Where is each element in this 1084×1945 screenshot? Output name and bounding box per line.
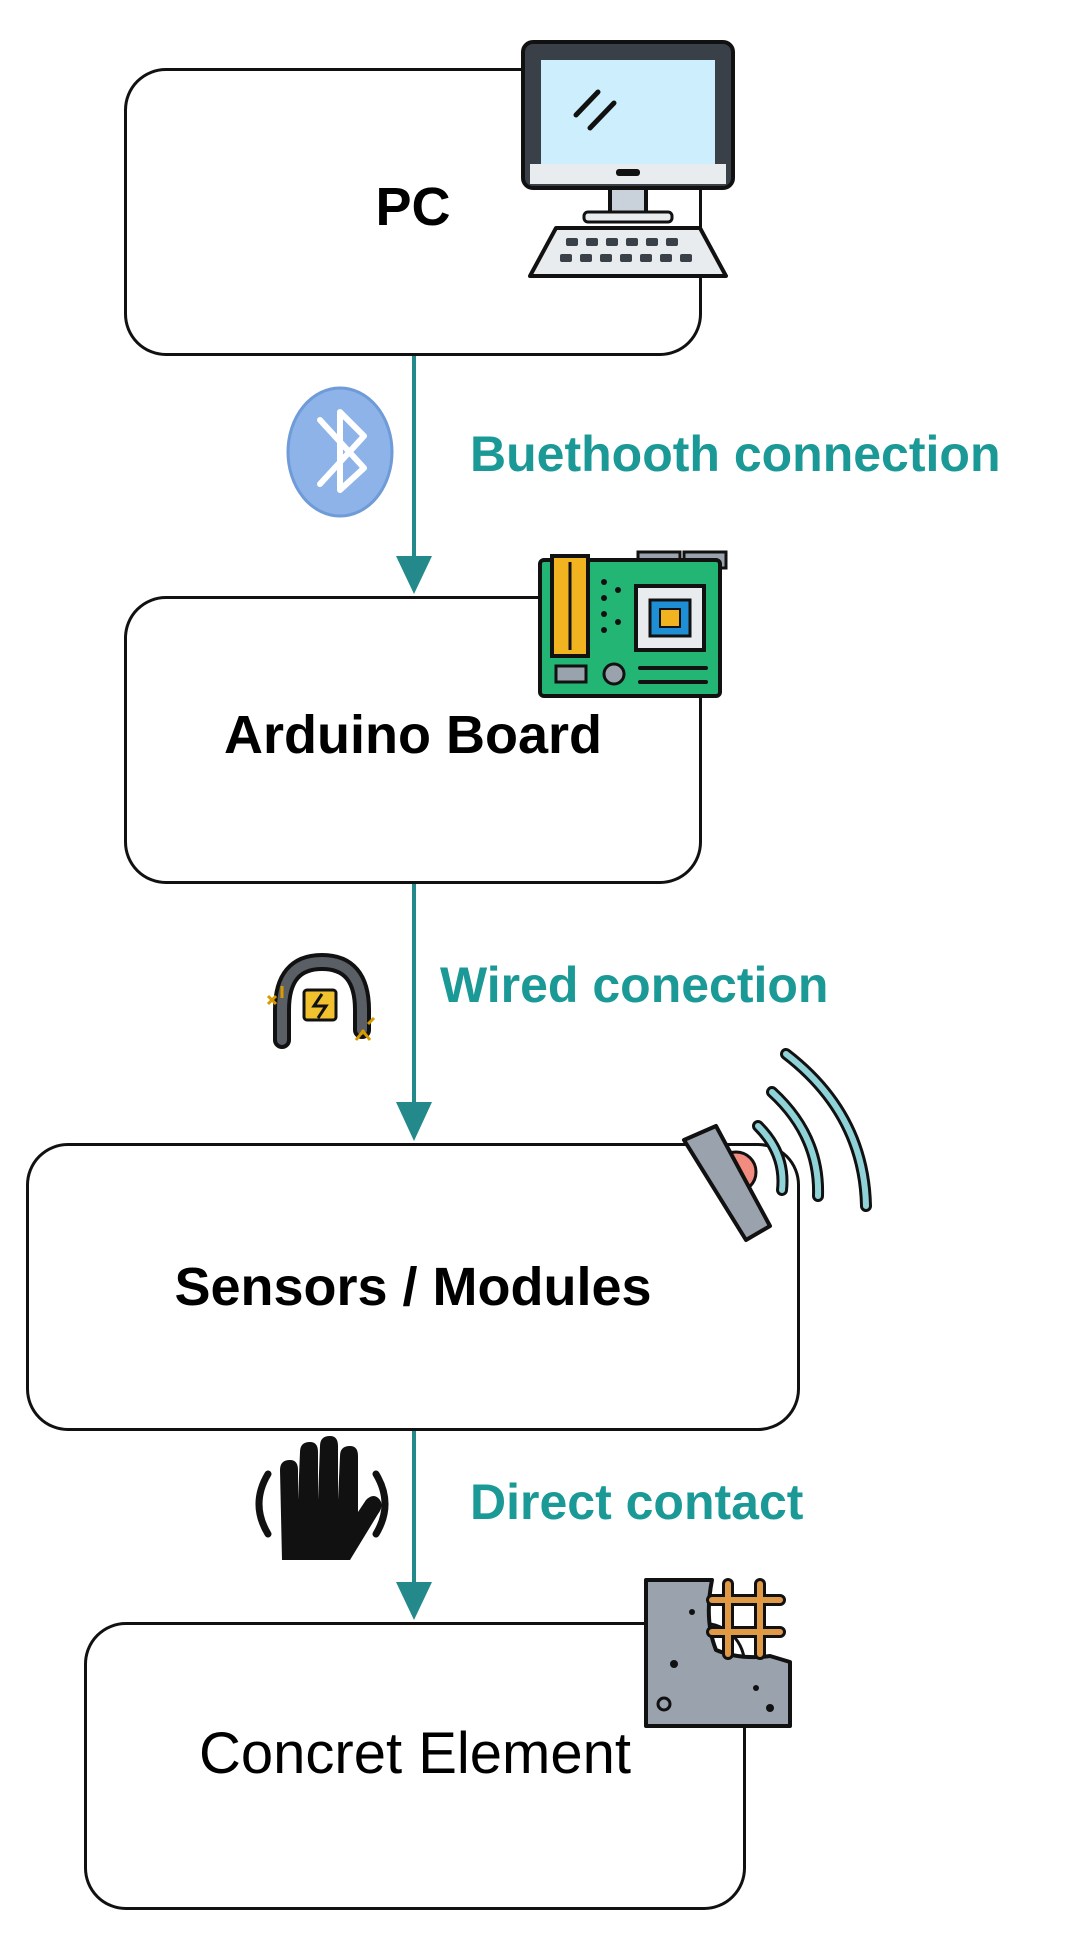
arrow-arduino-to-sensors: [396, 884, 432, 1141]
concrete-label: Concret Element: [199, 1721, 631, 1786]
arrow-pc-to-arduino: [396, 356, 432, 594]
arduino-node: Arduino Board: [124, 596, 702, 884]
pc-label: PC: [375, 177, 451, 237]
computer-icon: [521, 40, 735, 278]
arduino-label: Arduino Board: [224, 705, 602, 765]
cable-icon: [266, 952, 376, 1049]
sensors-label: Sensors / Modules: [174, 1257, 652, 1317]
circuit-board-icon: [538, 550, 728, 698]
sensors-node: Sensors / Modules: [26, 1143, 800, 1431]
sensor-signal-icon: [682, 1048, 872, 1242]
contact-edge-label: Direct contact: [470, 1474, 804, 1530]
bluetooth-icon: [286, 386, 394, 518]
reinforced-concrete-icon: [644, 1578, 792, 1728]
arrow-sensors-to-concrete: [396, 1431, 432, 1620]
bluetooth-edge-label: Buethooth connection: [470, 426, 1001, 482]
concrete-node: Concret Element: [84, 1622, 746, 1910]
wired-edge-label: Wired conection: [440, 957, 829, 1013]
hand-touch-icon: [255, 1436, 389, 1560]
